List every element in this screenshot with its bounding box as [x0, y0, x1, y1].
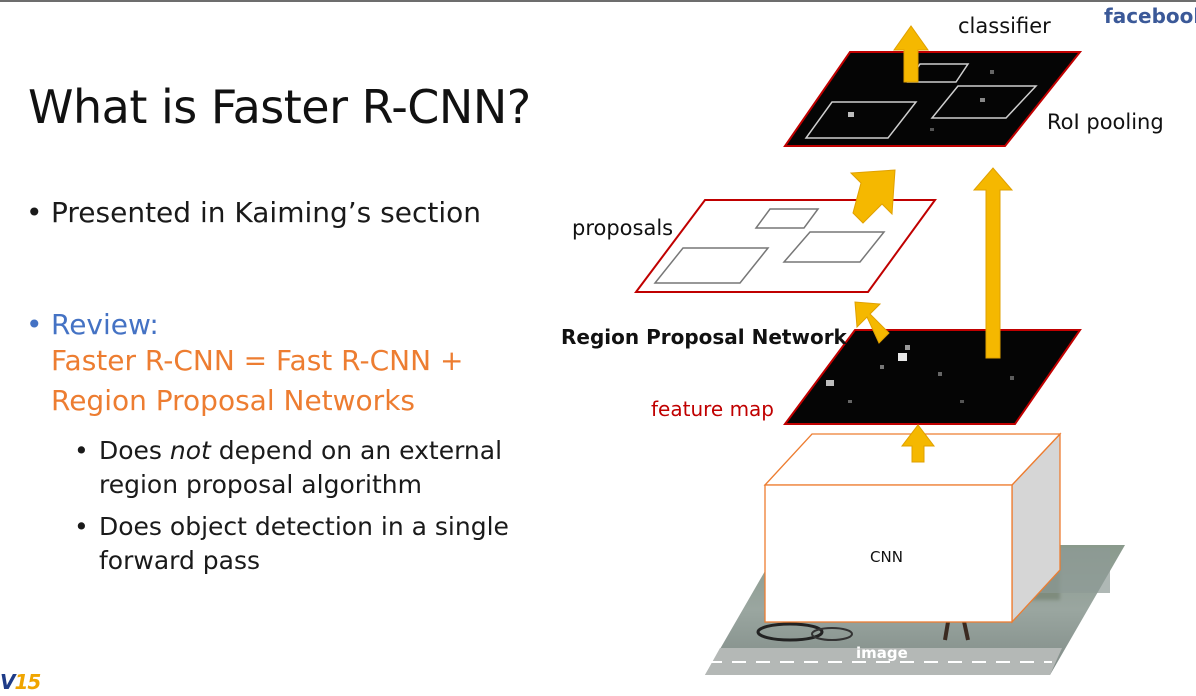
top-rule [0, 0, 1196, 2]
bullet-review-head: Review: [51, 308, 159, 341]
label-cnn: CNN [870, 548, 903, 566]
sub-1-emphasis: not [169, 436, 211, 465]
arrow-cnn-to-featuremap [900, 424, 936, 463]
bullet-review: •Review: Faster R-CNN = Fast R-CNN + Reg… [26, 308, 463, 421]
bullet-dot: • [26, 196, 43, 229]
label-region-proposal-network: Region Proposal Network [561, 325, 848, 349]
sub-1-pre: Does [99, 436, 170, 465]
proposals-plane [634, 199, 937, 293]
roi-pooling-plane [783, 51, 1083, 147]
sub-bullet-dot: • [74, 512, 89, 541]
sub-bullet-dot: • [74, 436, 89, 465]
feature-map [783, 329, 1082, 425]
sub-1-post: depend on an external region proposal al… [99, 436, 503, 499]
label-classifier: classifier [958, 14, 1051, 38]
label-feature-map: feature map [651, 397, 774, 421]
conference-logo: V15 [0, 670, 41, 694]
arrow-featuremap-to-roi [972, 167, 1014, 359]
review-line-1: Faster R-CNN = Fast R-CNN + [51, 344, 464, 377]
facebook-logo: facebook [1104, 4, 1196, 28]
label-image: image [856, 644, 908, 662]
bullet-presented-text: Presented in Kaiming’s section [51, 196, 481, 229]
bullet-dot: • [26, 308, 43, 341]
proposal-box [782, 231, 886, 263]
bullet-presented: •Presented in Kaiming’s section [26, 196, 481, 229]
bicycle-wheel [756, 622, 824, 642]
sub-bullet-single-pass: • Does object detection in a single forw… [74, 510, 544, 578]
arrow-proposals-to-roi [849, 169, 896, 224]
label-roi-pooling: RoI pooling [1047, 110, 1164, 134]
sub-2-text: Does object detection in a single forwar… [99, 512, 509, 575]
sub-bullet-external: • Does not depend on an external region … [74, 434, 544, 502]
arrow-featuremap-to-proposals [854, 301, 890, 344]
slide-title: What is Faster R-CNN? [28, 80, 531, 134]
review-line-2: Region Proposal Networks [51, 384, 415, 417]
label-proposals: proposals [572, 216, 673, 240]
cnn-block [763, 432, 1062, 624]
arrow-roi-to-classifier [893, 25, 929, 83]
proposal-box [653, 247, 770, 284]
proposal-box [754, 208, 820, 229]
